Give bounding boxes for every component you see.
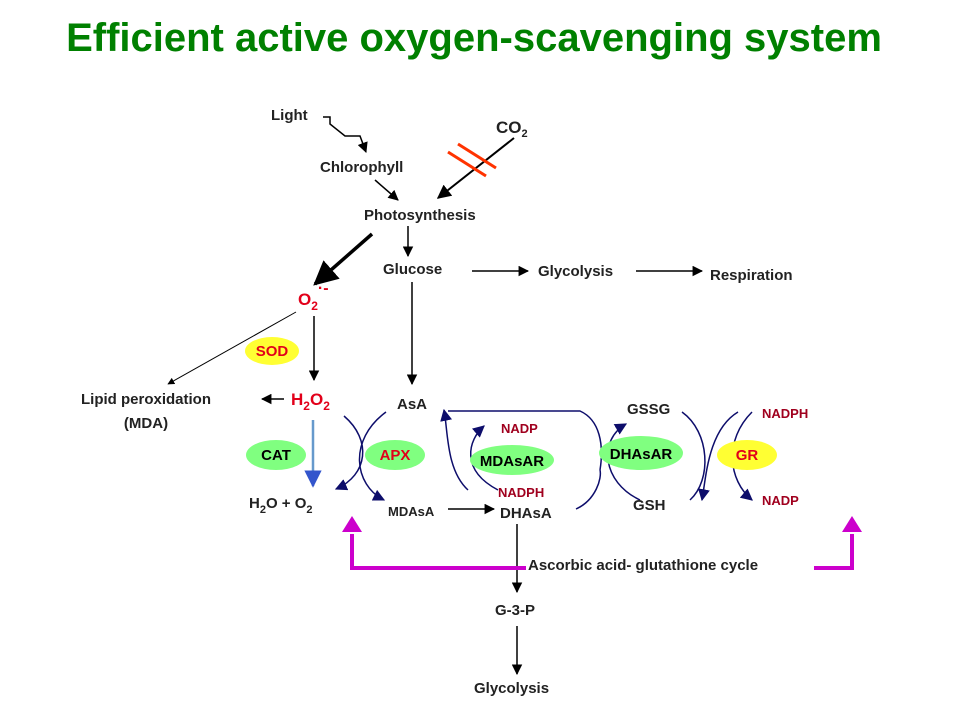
apx-curve-right [358,411,387,501]
asa-to-cycle-connector [448,410,603,471]
glycolysis-top-label: Glycolysis [538,263,613,280]
mdasar-label: MDAsAR [480,453,544,470]
cycle-bracket-left-arrowhead [342,516,362,532]
chlorophyll-label: Chlorophyll [320,159,403,176]
mdasa-label: MDAsA [388,504,435,519]
cat-enzyme: CAT [246,440,306,470]
gr-curve-left [698,411,739,502]
dhasa-label: DHAsA [500,505,552,522]
nadp-2-label: NADP [762,493,799,508]
mdasar-enzyme: MDAsAR [470,445,554,475]
apx-curve-left [334,415,364,491]
nadph-2-label: NADPH [762,406,808,421]
superoxide-label: O2·- [298,280,329,313]
water-oxygen-label: H2O + O2 [249,495,313,516]
gssg-label: GSSG [627,401,670,418]
glucose-label: Glucose [383,261,442,278]
gsh-label: GSH [633,497,666,514]
h2o2-label: H2O2 [291,390,330,413]
blocked-mark [447,142,497,178]
gr-label: GR [736,447,759,464]
chlorophyll-to-photosynthesis-arrow [374,179,399,201]
photosynthesis-to-superoxide-arrow [313,232,374,286]
cat-label: CAT [261,447,291,464]
dhasa-to-gsh-connector [575,469,602,510]
co2-label: CO2 [496,118,528,140]
sod-label: SOD [256,343,289,360]
nadph-1-label: NADPH [498,485,544,500]
sod-enzyme: SOD [245,337,299,365]
respiration-label: Respiration [710,267,793,284]
g3p-label: G-3-P [495,602,535,619]
dhasar-label: DHAsAR [610,446,673,463]
dhasar-curve-right [681,411,706,501]
dhasar-enzyme: DHAsAR [599,436,683,470]
asa-label: AsA [397,396,427,413]
lipid-peroxidation-mda-label: (MDA) [124,415,168,432]
light-label: Light [271,107,308,124]
apx-enzyme: APX [365,440,425,470]
mdasar-curve-left [440,408,469,491]
photosynthesis-label: Photosynthesis [364,207,476,224]
light-arrow [323,116,368,153]
superoxide-to-lipid-arrow [167,311,297,385]
glycolysis-bottom-label: Glycolysis [474,680,549,697]
cycle-label: Ascorbic acid- glutathione cycle [528,557,758,574]
mdasar-curve-top [470,425,499,491]
lipid-peroxidation-label: Lipid peroxidation [81,391,211,408]
apx-label: APX [380,447,411,464]
nadp-1-label: NADP [501,421,538,436]
cycle-bracket-right-arrowhead [842,516,862,532]
gr-enzyme: GR [717,440,777,470]
diagram-title: Efficient active oxygen-scavenging syste… [66,16,882,60]
